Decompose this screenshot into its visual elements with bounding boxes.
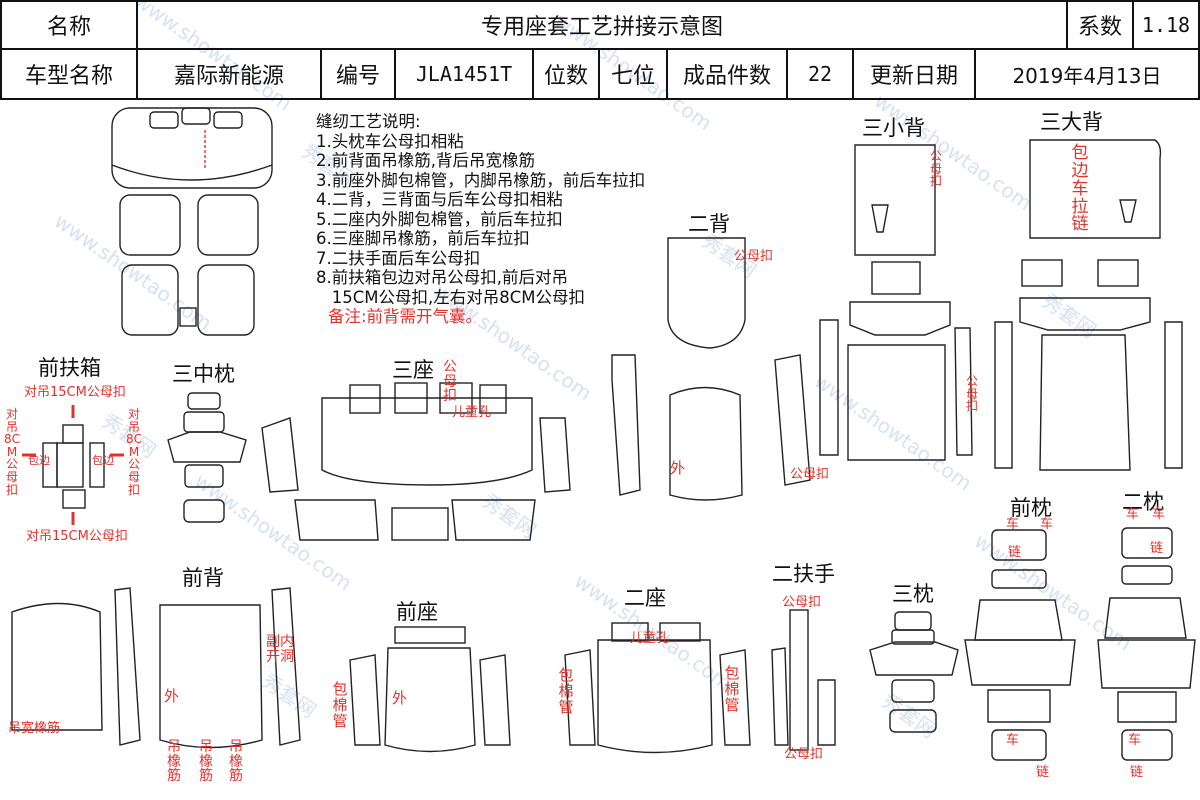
- annotation-outer: 外: [670, 459, 686, 477]
- annotation-zipper: 包边车拉链: [1071, 143, 1089, 235]
- label-front-seat: 前座: [396, 600, 438, 624]
- label-third-big-back: 三大背: [1040, 110, 1103, 134]
- annotation-outer: 外: [164, 687, 180, 705]
- annotation-inner-hole: 副内开洞: [266, 634, 294, 666]
- annotation-wide-elastic: 吊宽橡筋: [8, 721, 61, 736]
- annotation-snap: 公母扣: [782, 595, 822, 610]
- name-label: 名称: [2, 2, 138, 48]
- annotation-hang-elastic: 吊橡筋: [199, 739, 213, 785]
- front-back-pattern: [11, 587, 301, 749]
- sheet-title: 专用座套工艺拼接示意图: [138, 2, 1068, 48]
- second-armrest-pattern: [771, 609, 836, 751]
- annotation-car: 车: [1152, 507, 1166, 522]
- instructions-note: 备注:前背需开气囊。: [328, 307, 483, 326]
- annotation-hang-elastic: 吊橡筋: [167, 739, 181, 785]
- annotation-cotton-tube: 包棉管: [558, 666, 574, 716]
- annotation-chain: 链: [1130, 765, 1144, 780]
- label-second-armrest: 二扶手: [772, 562, 835, 586]
- annotation-car: 车: [1040, 517, 1054, 532]
- seats-value: 七位: [600, 50, 668, 98]
- second-pillow-pattern: [1097, 527, 1196, 761]
- label-third-small-back: 三小背: [862, 116, 925, 140]
- annotation-car: 车: [1126, 507, 1140, 522]
- instruction-item: 15CM公母扣,左右对吊8CM公母扣: [316, 287, 585, 307]
- label-third-seat: 三座: [392, 358, 434, 382]
- annotation-car: 车: [1128, 733, 1142, 748]
- front-box-pattern: [22, 405, 124, 525]
- model-label: 车型名称: [2, 50, 138, 98]
- annotation-snap: 公母扣: [965, 374, 978, 414]
- label-front-box: 前扶箱: [38, 356, 101, 380]
- date-label: 更新日期: [854, 50, 976, 98]
- annotation-chain: 链: [1008, 545, 1022, 560]
- annotation-chain: 链: [1150, 541, 1164, 556]
- third-small-back-pattern: [819, 144, 973, 461]
- annotation-cotton-tube: 包棉管: [724, 664, 740, 714]
- annotation-pair8-left: 对吊8CM公母扣: [4, 407, 21, 497]
- third-seat-pattern: [261, 382, 571, 541]
- third-big-back-pattern: [994, 139, 1183, 471]
- annotation-snap: 公母扣: [443, 359, 457, 405]
- second-seat-pattern: [564, 622, 751, 754]
- model-value: 嘉际新能源: [138, 50, 322, 98]
- third-pillow-pattern: [869, 611, 959, 733]
- seat-overview-illustration: [111, 107, 273, 336]
- label-third-pillow: 三枕: [892, 582, 934, 606]
- annotation-pair15-bottom: 对吊15CM公母扣: [26, 529, 128, 544]
- date-value: 2019年4月13日: [1012, 63, 1162, 88]
- label-front-pillow: 前枕: [1010, 496, 1052, 520]
- annotation-snap: 公母扣: [929, 149, 942, 189]
- annotation-cotton-tube: 包棉管: [332, 680, 348, 730]
- front-pillow-pattern: [964, 529, 1076, 761]
- label-front-back: 前背: [182, 566, 224, 590]
- front-seat-pattern: [349, 626, 511, 753]
- instruction-item: 1.头枕车公母扣相粘: [316, 131, 464, 151]
- second-back-pattern: [611, 237, 811, 501]
- pieces-value: 22: [788, 50, 854, 98]
- annotation-car: 车: [1006, 733, 1020, 748]
- instruction-item: 2.前背面吊橡筋,背后吊宽橡筋: [316, 151, 535, 170]
- annotation-wrap-edge: 包边: [92, 454, 114, 467]
- label-second-seat: 二座: [624, 586, 666, 610]
- instructions-title: 缝纫工艺说明:: [316, 112, 421, 131]
- annotation-child-hole: 儿童孔: [630, 631, 670, 646]
- third-mid-pillow-pattern: [167, 392, 247, 523]
- annotation-outer: 外: [392, 689, 408, 707]
- code-label: 编号: [322, 50, 396, 98]
- annotation-snap: 公母扣: [734, 249, 774, 264]
- pieces-label: 成品件数: [668, 50, 788, 98]
- annotation-snap: 公母扣: [790, 467, 830, 482]
- instruction-item: 3.前座外脚包棉管，内脚吊橡筋，前后车拉扣: [316, 170, 646, 190]
- seats-label: 位数: [534, 50, 600, 98]
- instruction-item: 6.三座脚吊橡筋，前后车拉扣: [316, 229, 530, 248]
- label-third-mid-pillow: 三中枕: [172, 362, 235, 386]
- instruction-item: 4.二背，三背面与后车公母扣相粘: [316, 190, 563, 209]
- annotation-pair8-right: 对吊8CM公母扣: [126, 407, 143, 497]
- label-second-back: 二背: [688, 212, 730, 236]
- sewing-instructions: 缝纫工艺说明: 1.头枕车公母扣相粘 2.前背面吊橡筋,背后吊宽橡筋 3.前座外…: [316, 112, 645, 327]
- annotation-pair15-top: 对吊15CM公母扣: [24, 385, 126, 400]
- instruction-item: 8.前扶箱包边对吊公母扣,前后对吊: [316, 268, 568, 287]
- annotation-chain: 链: [1036, 765, 1050, 780]
- instruction-item: 5.二座内外脚包棉管，前后车拉扣: [316, 209, 563, 229]
- coef-label: 系数: [1068, 2, 1134, 48]
- annotation-hang-elastic: 吊橡筋: [229, 739, 243, 785]
- annotation-snap: 公母扣: [784, 747, 824, 762]
- annotation-wrap-edge: 包边: [28, 454, 50, 467]
- label-second-pillow: 二枕: [1122, 490, 1164, 514]
- instruction-item: 7.二扶手面后车公母扣: [316, 248, 481, 268]
- annotation-car: 车: [1006, 517, 1020, 532]
- header-row-2: 车型名称 嘉际新能源 编号 JLA1451T 位数 七位 成品件数 22 更新日…: [0, 48, 1200, 100]
- coef-value: 1.18: [1141, 13, 1191, 37]
- code-value: JLA1451T: [396, 50, 534, 98]
- annotation-child-hole: 儿童孔: [452, 405, 492, 420]
